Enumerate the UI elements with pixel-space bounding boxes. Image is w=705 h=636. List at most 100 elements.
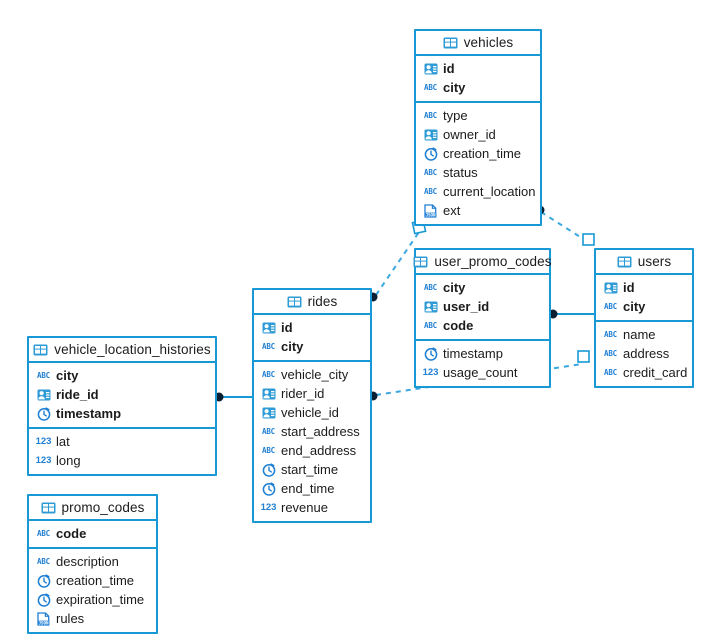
table-header-vehicle_location_histories[interactable]: vehicle_location_histories [29, 338, 215, 363]
field-users-id[interactable]: id [596, 278, 692, 297]
key-id-icon [261, 405, 276, 420]
field-label: city [281, 339, 304, 354]
field-label: vehicle_city [281, 367, 349, 382]
abc-string-icon: ABC [604, 348, 617, 358]
123-number-icon: 123 [260, 501, 277, 513]
field-rides-start_time[interactable]: start_time [254, 460, 370, 479]
field-label: creation_time [443, 146, 522, 161]
field-rides-rider_id[interactable]: rider_id [254, 384, 370, 403]
field-user_promo_codes-timestamp[interactable]: timestamp [416, 344, 549, 363]
clock-timestamp-icon [423, 146, 438, 161]
field-promo_codes-expiration_time[interactable]: expiration_time [29, 590, 156, 609]
field-users-address[interactable]: ABC address [596, 344, 692, 363]
123-number-icon: 123 [35, 435, 52, 447]
field-vehicle_location_histories-timestamp[interactable]: timestamp [29, 404, 215, 423]
field-rides-id[interactable]: id [254, 318, 370, 337]
field-label: start_time [281, 462, 339, 477]
table-header-promo_codes[interactable]: promo_codes [29, 496, 156, 521]
field-label: start_address [281, 424, 360, 439]
abc-string-icon: ABC [37, 556, 50, 566]
clock-timestamp-icon [36, 573, 51, 588]
key-id-icon [36, 387, 51, 402]
abc-string-icon: ABC [604, 367, 617, 377]
field-vehicles-owner_id[interactable]: owner_id [416, 125, 540, 144]
edge-vehicles-to-users[interactable] [535, 205, 595, 246]
key-id-icon [261, 320, 276, 335]
table-header-user_promo_codes[interactable]: user_promo_codes [413, 250, 551, 275]
field-vehicles-current_location[interactable]: ABC current_location [416, 182, 540, 201]
table-header-rides[interactable]: rides [254, 290, 370, 315]
abc-string-icon: ABC [424, 186, 437, 196]
field-rides-vehicle_city[interactable]: ABC vehicle_city [254, 365, 370, 384]
field-label: type [443, 108, 468, 123]
field-rides-vehicle_id[interactable]: vehicle_id [254, 403, 370, 422]
clock-timestamp-icon [423, 346, 438, 361]
field-label: user_id [443, 299, 490, 314]
field-rides-end_time[interactable]: end_time [254, 479, 370, 498]
clock-timestamp-icon [261, 462, 276, 477]
field-label: address [623, 346, 670, 361]
abc-string-icon: ABC [262, 369, 275, 379]
field-label: rules [56, 611, 85, 626]
field-users-name[interactable]: ABC name [596, 325, 692, 344]
field-promo_codes-description[interactable]: ABC description [29, 552, 156, 571]
123-number-icon: 123 [422, 366, 439, 378]
field-label: current_location [443, 184, 536, 199]
column-section-user_promo_codes: timestamp 123 usage_count [416, 341, 549, 386]
abc-string-icon: ABC [424, 167, 437, 177]
field-vehicles-id[interactable]: id [416, 59, 540, 78]
table-header-users[interactable]: users [596, 250, 692, 275]
field-user_promo_codes-user_id[interactable]: user_id [416, 297, 549, 316]
abc-string-icon: ABC [604, 329, 617, 339]
field-label: name [623, 327, 656, 342]
table-header-vehicles[interactable]: vehicles [416, 31, 540, 56]
field-label: timestamp [443, 346, 503, 361]
abc-string-icon: ABC [37, 528, 50, 538]
table-title: promo_codes [61, 500, 145, 515]
table-icon [443, 35, 458, 50]
edge-vehicle-location-histories-to-rides[interactable] [214, 392, 253, 402]
field-label: expiration_time [56, 592, 145, 607]
edge-user-promo-codes-to-users[interactable] [548, 309, 595, 319]
field-label: long [56, 453, 81, 468]
field-label: description [56, 554, 119, 569]
field-promo_codes-creation_time[interactable]: creation_time [29, 571, 156, 590]
field-vehicle_location_histories-lat[interactable]: 123 lat [29, 432, 215, 451]
field-user_promo_codes-usage_count[interactable]: 123 usage_count [416, 363, 549, 382]
field-label: usage_count [443, 365, 518, 380]
field-vehicles-creation_time[interactable]: creation_time [416, 144, 540, 163]
field-label: lat [56, 434, 70, 449]
field-vehicle_location_histories-ride_id[interactable]: ride_id [29, 385, 215, 404]
field-label: end_address [281, 443, 357, 458]
abc-string-icon: ABC [37, 370, 50, 380]
field-label: vehicle_id [281, 405, 339, 420]
table-icon [617, 254, 632, 269]
abc-string-icon: ABC [424, 282, 437, 292]
